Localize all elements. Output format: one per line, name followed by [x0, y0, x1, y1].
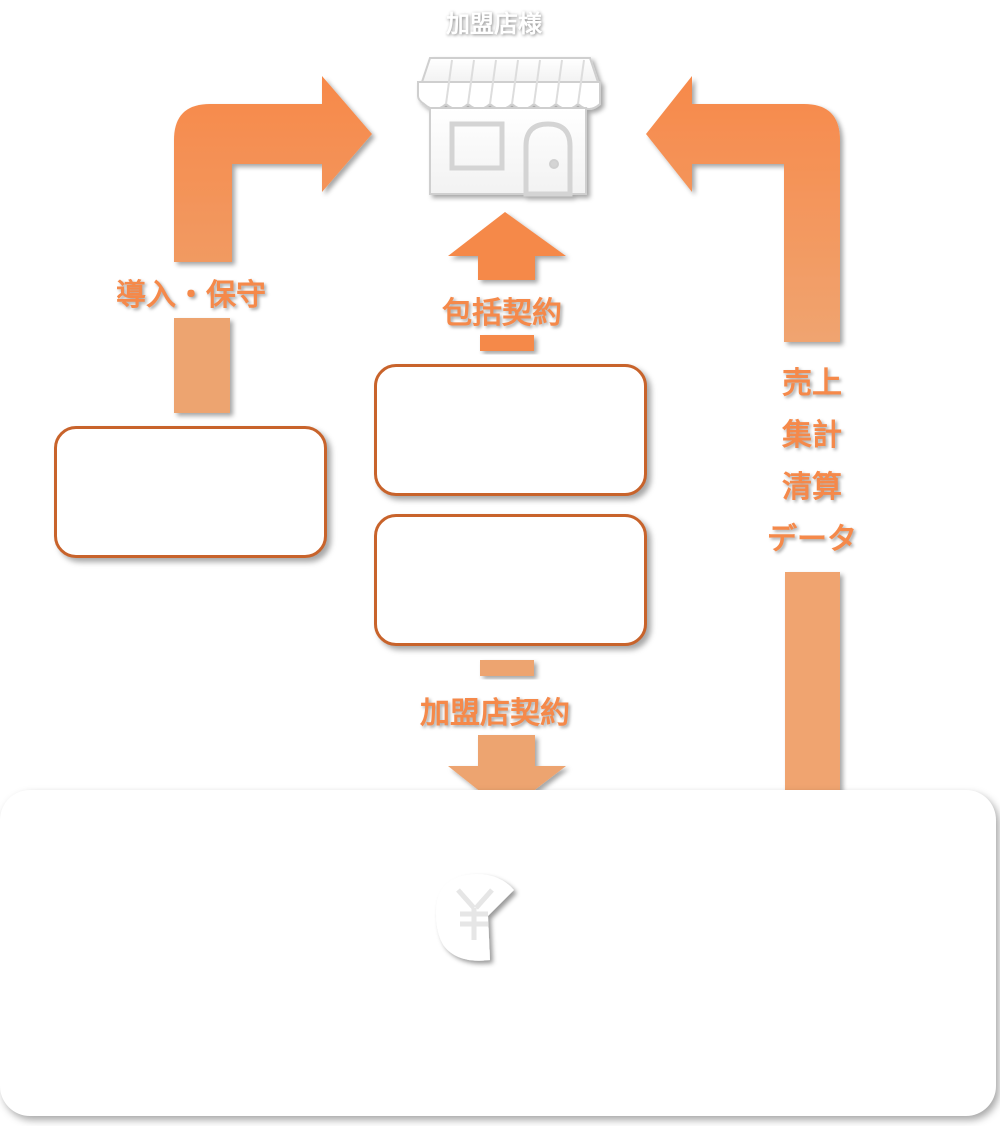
center-top-company-box: [374, 364, 647, 496]
center-bottom-company-box: [374, 514, 647, 646]
center-top-label: 包括契約: [442, 296, 562, 331]
right-label-line: 売上: [782, 366, 842, 401]
store-icon: [417, 57, 601, 197]
right-label-line: 清算: [782, 470, 842, 505]
top-label: 加盟店様: [446, 10, 542, 38]
center-down-stem-top: [480, 660, 534, 676]
right-elbow-arrow: [646, 76, 840, 342]
center-bottom-label: 加盟店契約: [420, 696, 570, 731]
center-up-arrow: [448, 212, 566, 280]
yen-coin-icon: [436, 874, 514, 961]
left-arrow-stem: [174, 318, 230, 413]
right-label-line: 集計: [782, 418, 842, 453]
center-up-stem: [480, 335, 534, 351]
center-down-arrow: [448, 735, 566, 812]
left-arrow-label: 導入・保守: [116, 278, 266, 313]
right-arrow-stem: [785, 572, 840, 808]
right-label-line: データ: [767, 522, 857, 557]
right-arrow-label: 売上 集計 清算 データ: [760, 358, 864, 566]
bottom-panel: [0, 790, 996, 1116]
left-company-box: [54, 426, 327, 558]
left-elbow-arrow: [174, 76, 372, 262]
